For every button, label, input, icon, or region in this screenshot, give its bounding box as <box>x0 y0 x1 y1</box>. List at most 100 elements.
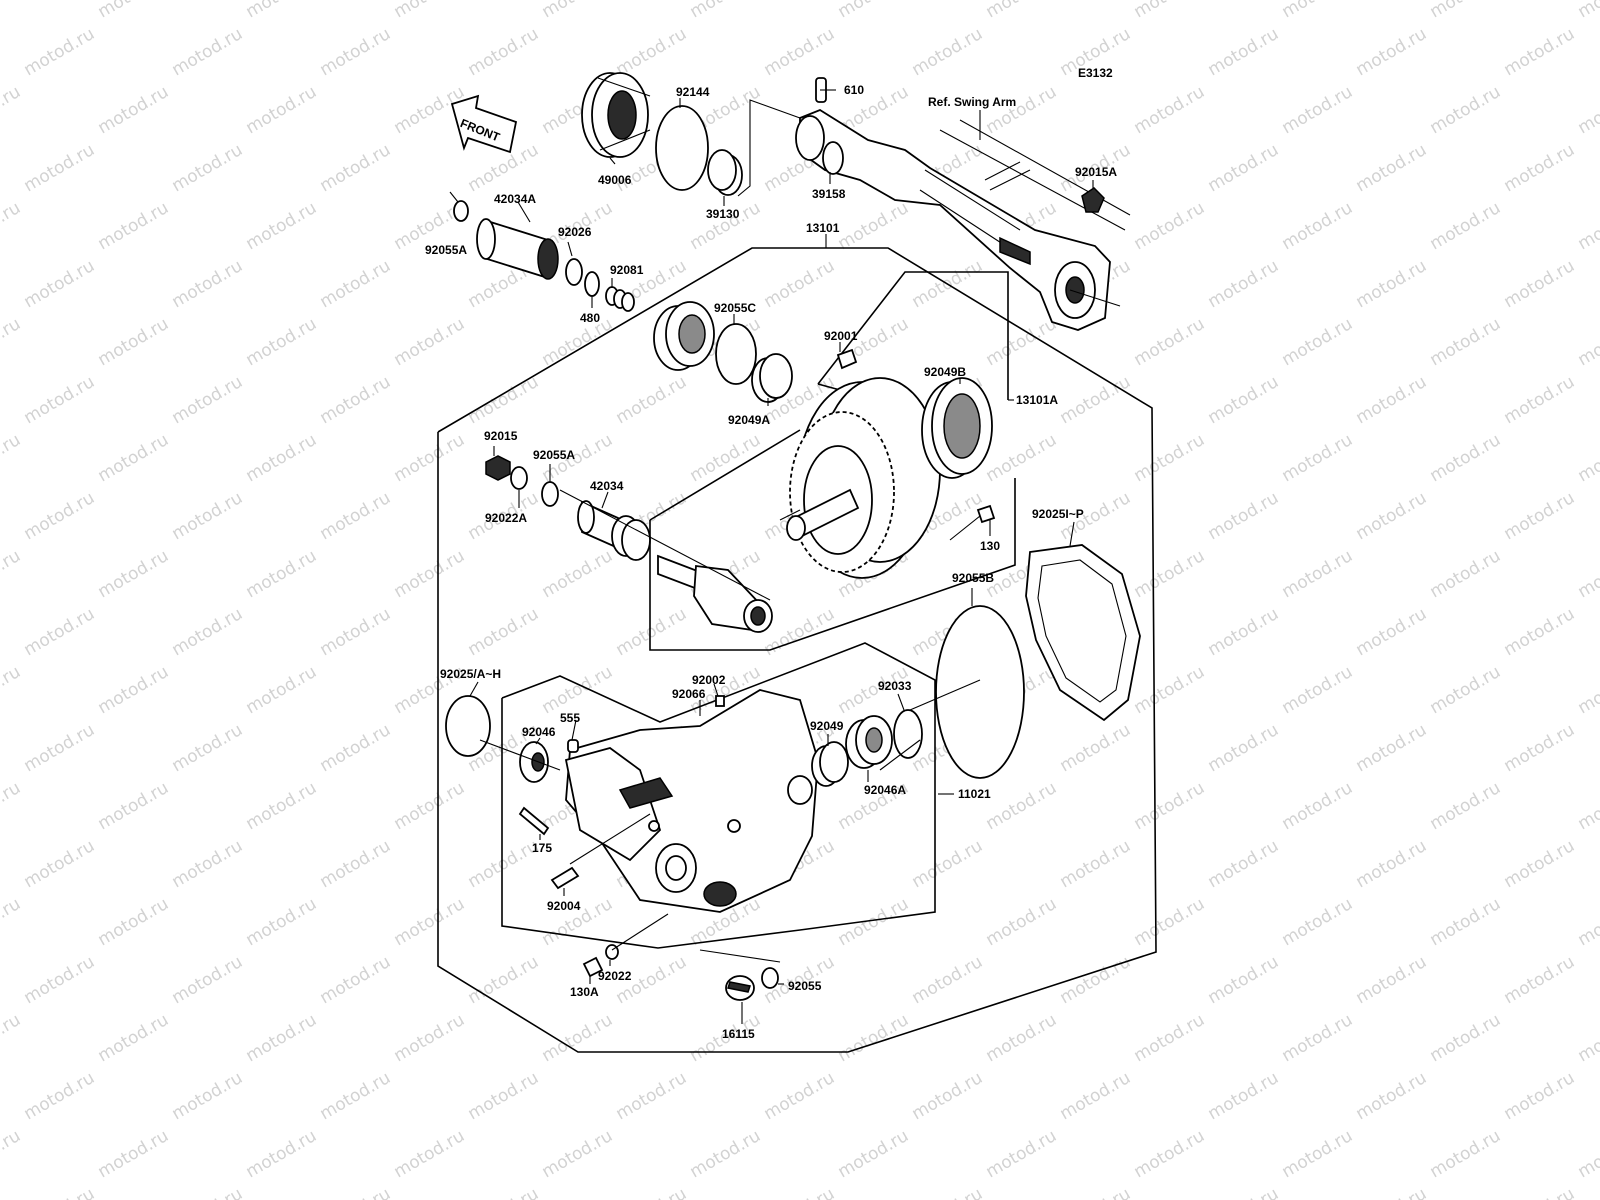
watermark-text: motod.ru <box>1057 720 1135 776</box>
watermark-text: motod.ru <box>169 836 247 892</box>
watermark-text: motod.ru <box>317 24 395 80</box>
watermark-text: motod.ru <box>1501 24 1579 80</box>
part-175 <box>518 806 550 836</box>
watermark-text: motod.ru <box>1131 894 1209 950</box>
watermark-text: motod.ru <box>1279 0 1357 22</box>
part-42034A <box>476 218 559 280</box>
watermark-text: motod.ru <box>169 720 247 776</box>
watermark-text: motod.ru <box>21 140 99 196</box>
watermark-text: motod.ru <box>1279 314 1357 370</box>
watermark-text: motod.ru <box>243 430 321 486</box>
watermark-text: motod.ru <box>391 546 469 602</box>
part-92026 <box>565 258 583 286</box>
label-555: 555 <box>560 711 580 725</box>
watermark-text: motod.ru <box>391 778 469 834</box>
watermark-text: motod.ru <box>1279 778 1357 834</box>
watermark-text: motod.ru <box>1501 1068 1579 1124</box>
watermark-text: motod.ru <box>1575 1010 1600 1066</box>
watermark-text: motod.ru <box>0 0 24 22</box>
watermark-text: motod.ru <box>169 604 247 660</box>
watermark-text: motod.ru <box>243 198 321 254</box>
watermark-text: motod.ru <box>1131 198 1209 254</box>
part-92055C-oring <box>715 323 757 385</box>
watermark-text: motod.ru <box>1575 778 1600 834</box>
part-92004 <box>550 866 580 890</box>
part-92055A-top <box>453 200 469 222</box>
watermark-text: motod.ru <box>1057 1184 1135 1200</box>
watermark-text: motod.ru <box>243 894 321 950</box>
label-175: 175 <box>532 841 552 855</box>
watermark-text: motod.ru <box>391 1010 469 1066</box>
label-42034: 42034 <box>590 479 624 493</box>
watermark-text: motod.ru <box>909 952 987 1008</box>
watermark-text: motod.ru <box>1501 720 1579 776</box>
watermark-text: motod.ru <box>21 256 99 312</box>
watermark-text: motod.ru <box>1427 430 1505 486</box>
watermark-text: motod.ru <box>983 894 1061 950</box>
watermark-text: motod.ru <box>1279 430 1357 486</box>
watermark-text: motod.ru <box>1279 1126 1357 1182</box>
watermark-text: motod.ru <box>0 314 24 370</box>
watermark-text: motod.ru <box>1501 140 1579 196</box>
swing-arm <box>795 108 1131 331</box>
watermark-text: motod.ru <box>835 894 913 950</box>
watermark-text: motod.ru <box>835 1126 913 1182</box>
enclosure-13101A-top <box>817 271 1009 400</box>
watermark-text: motod.ru <box>169 140 247 196</box>
label-480: 480 <box>580 311 600 325</box>
diagram-code: E3132 <box>1078 66 1113 80</box>
label-92066: 92066 <box>672 687 706 701</box>
watermark-text: motod.ru <box>1501 372 1579 428</box>
watermark-text: motod.ru <box>1205 1184 1283 1200</box>
watermark-text: motod.ru <box>391 314 469 370</box>
pinion-gear <box>657 554 773 633</box>
watermark-text: motod.ru <box>1353 488 1431 544</box>
watermark-text: motod.ru <box>243 82 321 138</box>
watermark-text: motod.ru <box>539 0 617 22</box>
label-92049B: 92049B <box>924 365 966 379</box>
label-92022: 92022 <box>598 969 632 983</box>
watermark-text: motod.ru <box>243 546 321 602</box>
watermark-text: motod.ru <box>761 1184 839 1200</box>
label-13101: 13101 <box>806 221 840 235</box>
watermark-text: motod.ru <box>539 662 617 718</box>
label-92022A: 92022A <box>485 511 527 525</box>
label-39130: 39130 <box>706 207 740 221</box>
watermark-text: motod.ru <box>1205 1068 1283 1124</box>
watermark-text: motod.ru <box>95 82 173 138</box>
watermark-text: motod.ru <box>317 720 395 776</box>
watermark-text: motod.ru <box>243 662 321 718</box>
watermark-text: motod.ru <box>1205 488 1283 544</box>
watermark-text: motod.ru <box>0 82 24 138</box>
part-92055B <box>935 605 1025 779</box>
label-13101A: 13101A <box>1016 393 1058 407</box>
part-92001 <box>836 348 858 370</box>
watermark-text: motod.ru <box>909 24 987 80</box>
watermark-text: motod.ru <box>983 430 1061 486</box>
watermark-text: motod.ru <box>909 836 987 892</box>
label-92033: 92033 <box>878 679 912 693</box>
part-16115 <box>725 975 755 1001</box>
watermark-text: motod.ru <box>1427 314 1505 370</box>
watermark-text: motod.ru <box>465 1068 543 1124</box>
watermark-text: motod.ru <box>1205 720 1283 776</box>
part-92049B <box>921 377 993 479</box>
watermark-text: motod.ru <box>169 24 247 80</box>
watermark-text: motod.ru <box>1427 778 1505 834</box>
watermark-text: motod.ru <box>1131 1010 1209 1066</box>
label-16115: 16115 <box>722 1027 755 1041</box>
watermark-text: motod.ru <box>1131 82 1209 138</box>
watermark-text: motod.ru <box>1205 24 1283 80</box>
watermark-text: motod.ru <box>1057 372 1135 428</box>
watermark-text: motod.ru <box>1353 1068 1431 1124</box>
watermark-text: motod.ru <box>1205 952 1283 1008</box>
watermark-text: motod.ru <box>1427 82 1505 138</box>
part-92046 <box>519 741 549 783</box>
watermark-text: motod.ru <box>1575 894 1600 950</box>
watermark-text: motod.ru <box>0 198 24 254</box>
watermark-text: motod.ru <box>1427 198 1505 254</box>
label-92055C: 92055C <box>714 301 756 315</box>
watermark-text: motod.ru <box>835 198 913 254</box>
